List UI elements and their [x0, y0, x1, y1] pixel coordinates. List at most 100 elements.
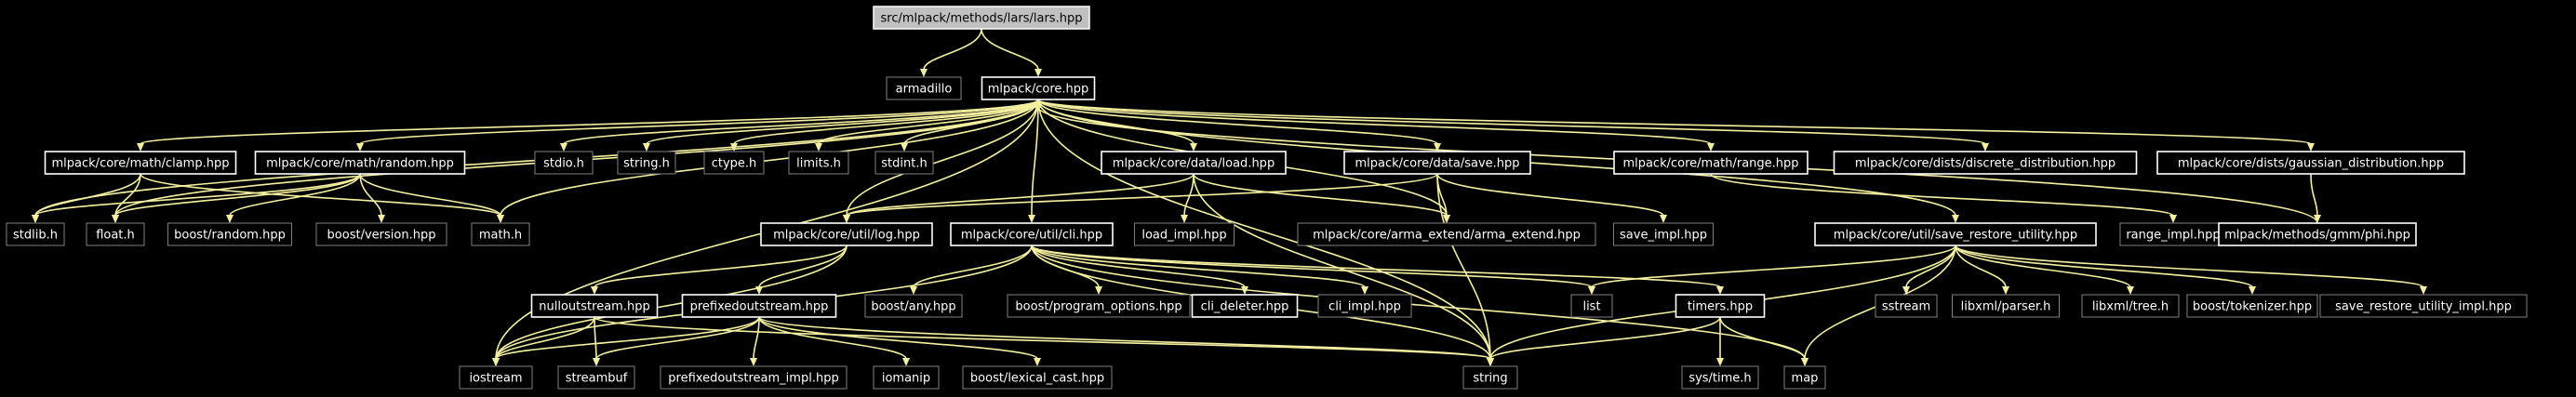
node-box [760, 222, 933, 246]
node-prefixed[interactable]: prefixedoutstream.hpp [681, 294, 837, 318]
edge [593, 316, 760, 366]
edge-load_hpp-to-log_hpp [846, 173, 1195, 217]
node-clamp-hpp[interactable]: mlpack/core/math/clamp.hpp [44, 151, 237, 175]
node-core-hpp[interactable]: mlpack/core.hpp [981, 76, 1096, 100]
edge-timers-to-string [1489, 316, 1721, 360]
node-box [2119, 222, 2227, 246]
node-discrete-hpp[interactable]: mlpack/core/dists/discrete_distribution.… [1833, 151, 2138, 175]
edge-log_hpp-to-nulloutstream [594, 245, 848, 288]
edge-core_hpp-to-stdio_h [563, 99, 1039, 145]
edge [1955, 245, 2256, 295]
edge-arrowhead [356, 143, 364, 152]
edge-arrowhead [902, 358, 910, 366]
edge-core_hpp-to-math_h [500, 99, 1039, 217]
node-label: src/mlpack/methods/lars/lars.hpp [881, 12, 1083, 26]
edge-arrowhead [1952, 215, 1959, 223]
node-label: mlpack/core/math/range.hpp [1622, 157, 1798, 171]
node-label: mlpack/core/dists/gaussian_distribution.… [2178, 157, 2444, 171]
node-box [660, 365, 848, 390]
edge [1716, 317, 1724, 366]
node-save-hpp[interactable]: mlpack/core/data/save.hpp [1343, 151, 1531, 175]
edge-arrowhead [1434, 143, 1441, 152]
node-label: sys/time.h [1688, 372, 1751, 386]
node-label: mlpack/core/dists/discrete_distribution.… [1855, 157, 2116, 171]
node-range-hpp[interactable]: mlpack/core/math/range.hpp [1613, 151, 1809, 175]
node-prefixed-impl: prefixedoutstream_impl.hpp [660, 365, 848, 390]
edge-arrowhead [1716, 358, 1724, 366]
node-box [1875, 294, 1938, 318]
node-label: mlpack/core.hpp [988, 83, 1089, 97]
edge-cli_hpp-to-list [1031, 245, 1593, 288]
edge-arrowhead [1982, 143, 1989, 152]
edge [643, 99, 1039, 152]
edge-save_restore-to-libxml_parser [1955, 245, 2007, 288]
edge-arrowhead [1443, 215, 1450, 223]
edge [1487, 316, 1721, 366]
node-save-restore[interactable]: mlpack/core/util/save_restore_utility.hp… [1814, 222, 2097, 246]
node-box [2218, 222, 2417, 246]
edge-save_hpp-to-save_impl [1436, 173, 1664, 217]
edge-random_hpp-to-boost_version [359, 173, 382, 217]
edge-gaussian_hpp-to-phi_hpp [2310, 173, 2318, 217]
edge-arrowhead [1190, 143, 1197, 152]
edge-arrowhead [32, 215, 39, 223]
edge-range_hpp-to-range_impl [1710, 173, 2174, 217]
node-math-h: math.h [471, 222, 530, 246]
node-box [950, 222, 1114, 246]
node-box [254, 151, 466, 175]
node-label: nulloutstream.hpp [539, 300, 649, 314]
node-box [459, 365, 533, 390]
node-iostream: iostream [459, 365, 533, 390]
edge-log_hpp-to-prefixed [758, 245, 848, 288]
edge-clamp_hpp-to-stdlib_h [34, 173, 141, 217]
node-label: boost/tokenizer.hpp [2193, 300, 2312, 314]
edge-load_hpp-to-arma_extend [1193, 173, 1448, 217]
node-label: boost/lexical_cast.hpp [970, 372, 1104, 386]
edge-cli_hpp-to-timers [1031, 245, 1721, 288]
edge-arrowhead [593, 358, 600, 366]
node-log-hpp[interactable]: mlpack/core/util/log.hpp [760, 222, 933, 246]
node-label: mlpack/methods/gmm/phi.hpp [2224, 229, 2410, 243]
node-box [864, 294, 963, 318]
node-box [471, 222, 530, 246]
node-label: string [1473, 372, 1507, 386]
node-save-impl: save_impl.hpp [1613, 222, 1714, 246]
node-timers[interactable]: timers.hpp [1675, 294, 1766, 318]
node-label: float.h [96, 229, 135, 243]
node-cli-hpp[interactable]: mlpack/core/util/cli.hpp [950, 222, 1114, 246]
edge-nulloutstream-to-iostream [495, 316, 595, 360]
node-label: iostream [469, 372, 522, 386]
node-lexical-cast: boost/lexical_cast.hpp [962, 365, 1113, 390]
node-box [1814, 222, 2097, 246]
edge-arrowhead [2249, 286, 2256, 295]
edge-arrowhead [1034, 358, 1041, 366]
edge-lars_hpp-to-core_hpp [981, 28, 1039, 71]
node-gaussian-hpp[interactable]: mlpack/core/dists/gaussian_distribution.… [2156, 151, 2465, 175]
edge-arrowhead [1361, 286, 1368, 295]
node-stdlib-h: stdlib.h [6, 222, 65, 246]
edge-arrowhead [1588, 286, 1595, 295]
edge [815, 99, 1039, 152]
edge [1028, 99, 1039, 223]
node-label: string.h [623, 157, 670, 171]
node-boost-any: boost/any.hpp [864, 294, 963, 318]
node-label: boost/version.hpp [327, 229, 436, 243]
node-load-hpp[interactable]: mlpack/core/data/load.hpp [1101, 151, 1287, 175]
edge [140, 173, 504, 223]
node-phi-hpp[interactable]: mlpack/methods/gmm/phi.hpp [2218, 222, 2417, 246]
node-label: limits.h [796, 157, 841, 171]
node-random-hpp[interactable]: mlpack/core/math/random.hpp [254, 151, 466, 175]
node-cli-deleter[interactable]: cli_deleter.hpp [1191, 294, 1299, 318]
edge-arrowhead [1181, 215, 1188, 223]
node-label: libxml/tree.h [2092, 300, 2169, 314]
node-label: mlpack/core/util/save_restore_utility.hp… [1834, 229, 2077, 243]
node-label: mlpack/core/math/random.hpp [266, 157, 454, 171]
node-label: boost/any.hpp [871, 300, 955, 314]
node-label: prefixedoutstream_impl.hpp [668, 372, 838, 386]
edge-prefixed-to-prefixed_impl [753, 316, 760, 360]
edge-arrowhead [560, 143, 567, 152]
node-box [1191, 294, 1299, 318]
node-nulloutstream[interactable]: nulloutstream.hpp [530, 294, 659, 318]
node-lars-hpp[interactable]: src/mlpack/methods/lars/lars.hpp [873, 6, 1090, 30]
edge-arrowhead [1095, 286, 1102, 295]
